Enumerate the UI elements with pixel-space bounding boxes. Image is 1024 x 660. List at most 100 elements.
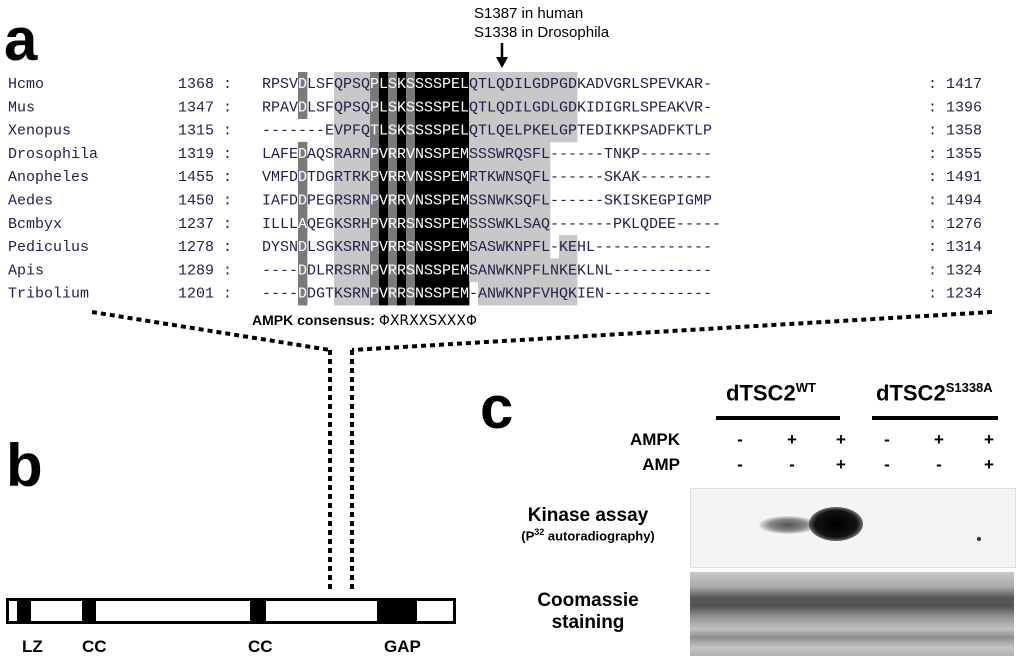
residue: T <box>343 169 352 186</box>
residue: K <box>505 193 514 210</box>
residue: S <box>316 76 325 93</box>
residue: S <box>424 239 433 256</box>
residue-shade <box>397 281 407 306</box>
residue: T <box>370 123 379 140</box>
residue: V <box>406 146 415 163</box>
residue-shade <box>388 165 398 189</box>
residue: D <box>568 99 577 116</box>
residue-shade <box>442 211 452 236</box>
residue-shade <box>469 188 479 213</box>
residue: S <box>415 76 424 93</box>
end-position: : 1491 <box>928 169 982 186</box>
residue-shade <box>478 95 488 119</box>
residue-shade <box>415 95 425 119</box>
residue-shade <box>334 188 344 213</box>
residue-shade <box>379 95 389 119</box>
residue: K <box>676 123 685 140</box>
residue-shade <box>451 235 461 259</box>
start-position: 1201 : <box>178 286 232 303</box>
end-position: : 1494 <box>928 193 982 210</box>
residue: R <box>334 146 343 163</box>
residue: V <box>379 169 388 186</box>
residue: K <box>613 169 622 186</box>
residue: V <box>379 216 388 233</box>
residue: Q <box>496 76 505 93</box>
residue-shade <box>460 235 470 259</box>
amp-sign: + <box>836 455 846 474</box>
ampk-sign: + <box>787 430 797 449</box>
residue: L <box>307 76 316 93</box>
residue: F <box>280 169 289 186</box>
residue-shade <box>478 258 488 283</box>
residue: R <box>352 193 361 210</box>
residue-shade <box>352 118 362 143</box>
residue-shade <box>298 211 308 236</box>
residue-shade <box>496 118 506 143</box>
residue-shade <box>415 165 425 189</box>
residue-shade <box>406 141 416 166</box>
residue: - <box>640 239 649 256</box>
residue-shade <box>406 72 416 96</box>
residue: I <box>604 123 613 140</box>
residue: K <box>577 99 586 116</box>
residue: M <box>694 193 703 210</box>
residue: P <box>649 99 658 116</box>
domain-lz <box>17 601 31 621</box>
residue: N <box>550 262 559 279</box>
start-position: 1368 : <box>178 76 232 93</box>
residue: M <box>460 193 469 210</box>
kinase-band-lane2 <box>759 516 817 534</box>
residue: - <box>658 286 667 303</box>
zoom-line-right <box>351 310 993 352</box>
residue-shade <box>478 188 488 213</box>
residue: - <box>640 146 649 163</box>
residue: R <box>352 239 361 256</box>
residue: G <box>325 193 334 210</box>
residue: L <box>550 123 559 140</box>
residue: G <box>559 99 568 116</box>
residue: S <box>469 216 478 233</box>
residue: E <box>451 239 460 256</box>
residue: N <box>361 239 370 256</box>
residue-shade <box>388 281 398 306</box>
residue: R <box>397 262 406 279</box>
residue: P <box>613 216 622 233</box>
residue: P <box>442 193 451 210</box>
residue: S <box>343 262 352 279</box>
residue: S <box>406 99 415 116</box>
residue-shade <box>415 258 425 283</box>
residue: - <box>685 262 694 279</box>
residue: - <box>658 239 667 256</box>
residue: S <box>487 239 496 256</box>
residue: L <box>262 146 271 163</box>
residue: E <box>451 193 460 210</box>
residue-shade <box>397 141 407 166</box>
residue: T <box>478 169 487 186</box>
residue-shade <box>397 118 407 143</box>
residue: N <box>595 262 604 279</box>
species-name: Hcmo <box>8 76 44 93</box>
residue-shade <box>505 165 515 189</box>
residue: E <box>667 216 676 233</box>
residue: K <box>613 123 622 140</box>
residue: D <box>262 239 271 256</box>
residue: S <box>478 146 487 163</box>
residue: G <box>559 123 568 140</box>
residue-shade <box>334 211 344 236</box>
residue: R <box>334 193 343 210</box>
residue: N <box>487 286 496 303</box>
residue: T <box>478 76 487 93</box>
residue: L <box>460 99 469 116</box>
residue: - <box>586 216 595 233</box>
residue: - <box>577 146 586 163</box>
residue-shade <box>568 281 578 306</box>
residue: S <box>343 286 352 303</box>
residue: P <box>370 169 379 186</box>
residue-shade <box>343 235 353 259</box>
residue: R <box>388 146 397 163</box>
residue: R <box>505 146 514 163</box>
residue-shade <box>424 72 434 96</box>
kinase-assay-subtitle: (P32 autoradiography) <box>521 527 655 544</box>
residue: D <box>298 193 307 210</box>
residue: F <box>532 193 541 210</box>
